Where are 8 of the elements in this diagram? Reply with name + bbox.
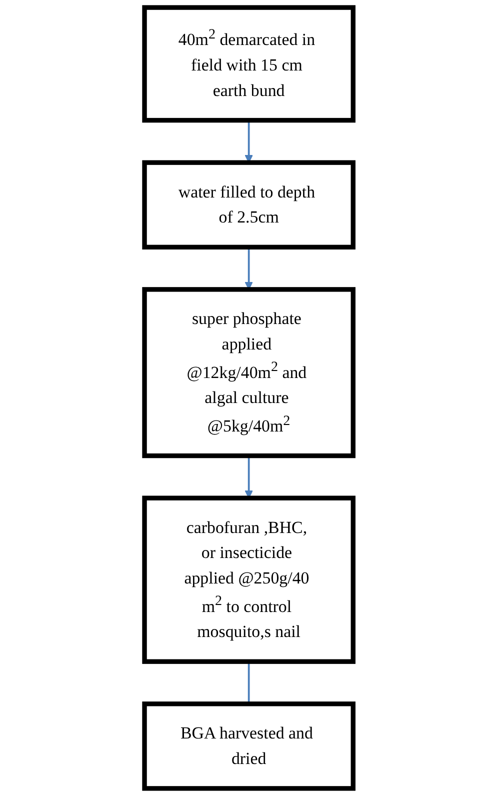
node-box: super phosphate applied @12kg/40m$^{2}$ and algal culture @5kg/40m$^{2}$ [142,287,356,458]
node-box: BGA harvested and dried [142,702,356,791]
arrow [244,456,253,498]
node-box: 40m$^{2}$ demarcated in field with 15 cm earth bund [142,5,356,123]
node-box: water filled to depth of 2.5cm [142,160,356,250]
connector [248,662,250,704]
arrow [244,120,253,163]
node-box: carbofuran ,BHC, or insecticide applied @250g/40 m$^{2}$ to control mosquito,s nail [142,496,356,664]
